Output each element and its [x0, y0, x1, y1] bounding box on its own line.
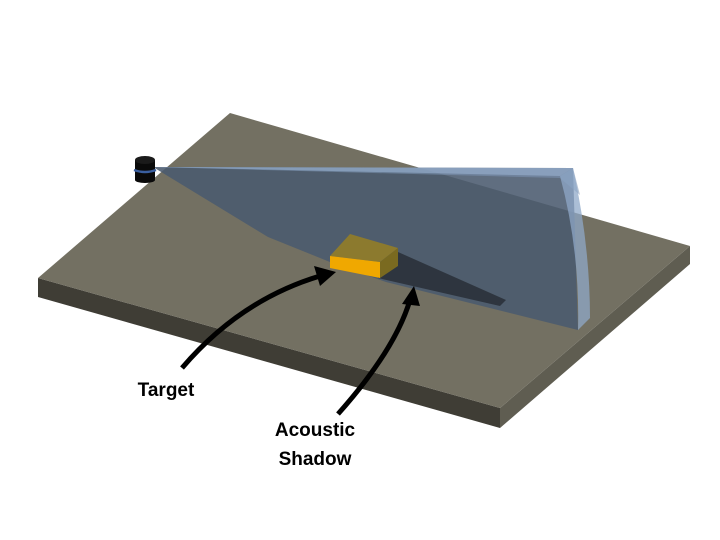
- target-arrow: [180, 266, 336, 370]
- shadow-arrow: [336, 286, 420, 416]
- acoustic-shadow-label-line2: Shadow: [278, 449, 352, 470]
- acoustic-shadow: [378, 252, 506, 306]
- acoustic-shadow-label: Acoustic Shadow: [262, 416, 368, 474]
- target-block: [330, 234, 398, 278]
- target-label: Target: [126, 376, 206, 405]
- target-label-text: Target: [137, 380, 195, 401]
- sonar-transducer: [133, 156, 157, 183]
- acoustic-shadow-label-line1: Acoustic: [274, 420, 356, 441]
